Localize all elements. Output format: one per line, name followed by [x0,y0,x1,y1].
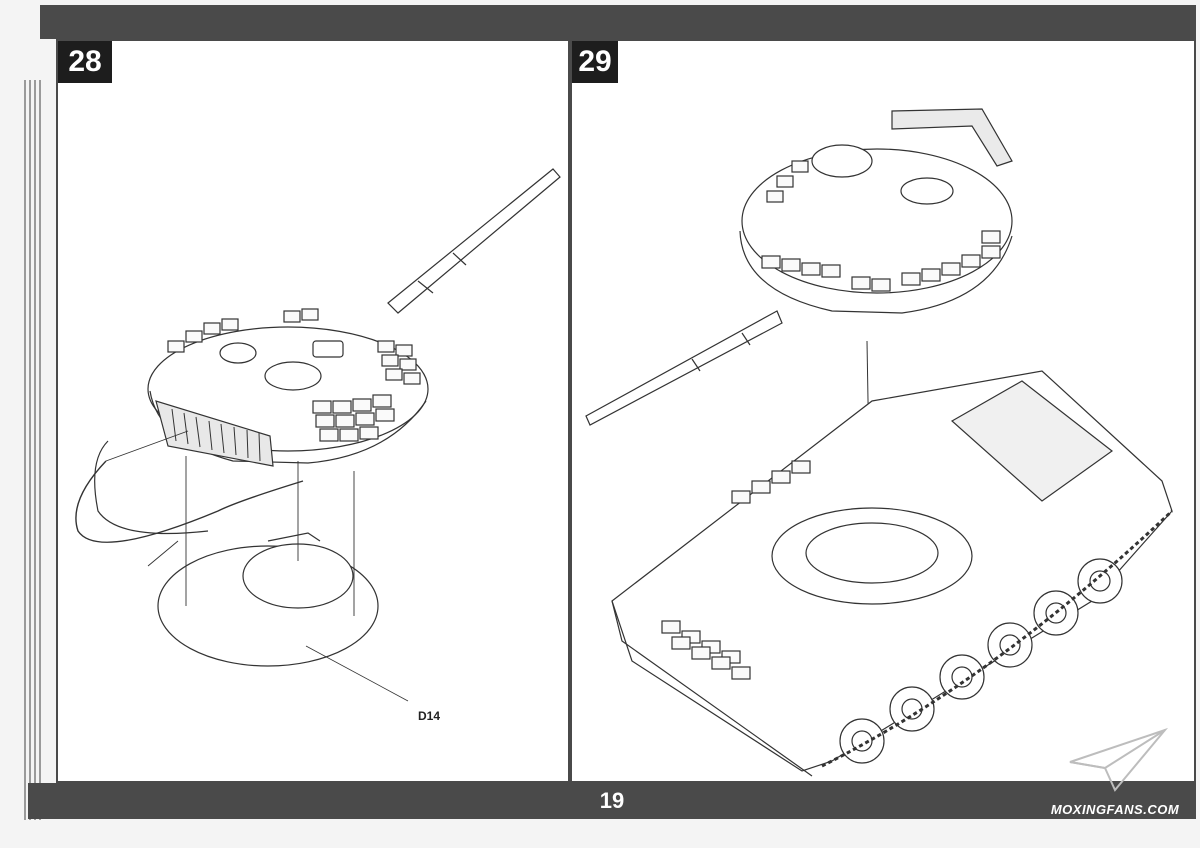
tank-hull [611,370,1173,777]
reactive-armor-blocks [167,308,421,442]
turret-assembly-illustration [75,168,561,702]
step-number-badge: 28 [58,41,112,83]
booklet-page-edges [22,80,44,820]
commander-hatch [264,361,322,391]
page-number: 19 [599,788,625,813]
gun-barrel [387,168,561,314]
assembly-guide-lines [105,430,355,616]
turret-upper [739,108,1013,314]
turret-bustle-rack [891,108,1013,167]
step-panel-29: 29 [570,39,1196,783]
hull-turret-mating-illustration [585,108,1174,777]
turret-front-skirt [155,400,274,467]
site-watermark: MOXINGFANS.COM [1040,722,1190,822]
step-panel-28: 28 [56,39,570,783]
antenna-cable [75,460,304,543]
header-band [40,5,1196,39]
part-leader-line [305,645,409,702]
engine-deck [950,380,1114,502]
turret-ring-part [157,532,379,667]
footer-band: 19 [28,783,1196,819]
track-links [821,509,1174,768]
gun-barrel [585,310,783,426]
road-wheels [839,558,1123,764]
loader-hatch [219,342,257,364]
paper-plane-logo-icon [1069,727,1169,792]
part-label-d14: D14 [418,709,441,723]
step-number-badge: 29 [572,41,618,83]
watermark-text: MOXINGFANS.COM [1050,802,1180,817]
